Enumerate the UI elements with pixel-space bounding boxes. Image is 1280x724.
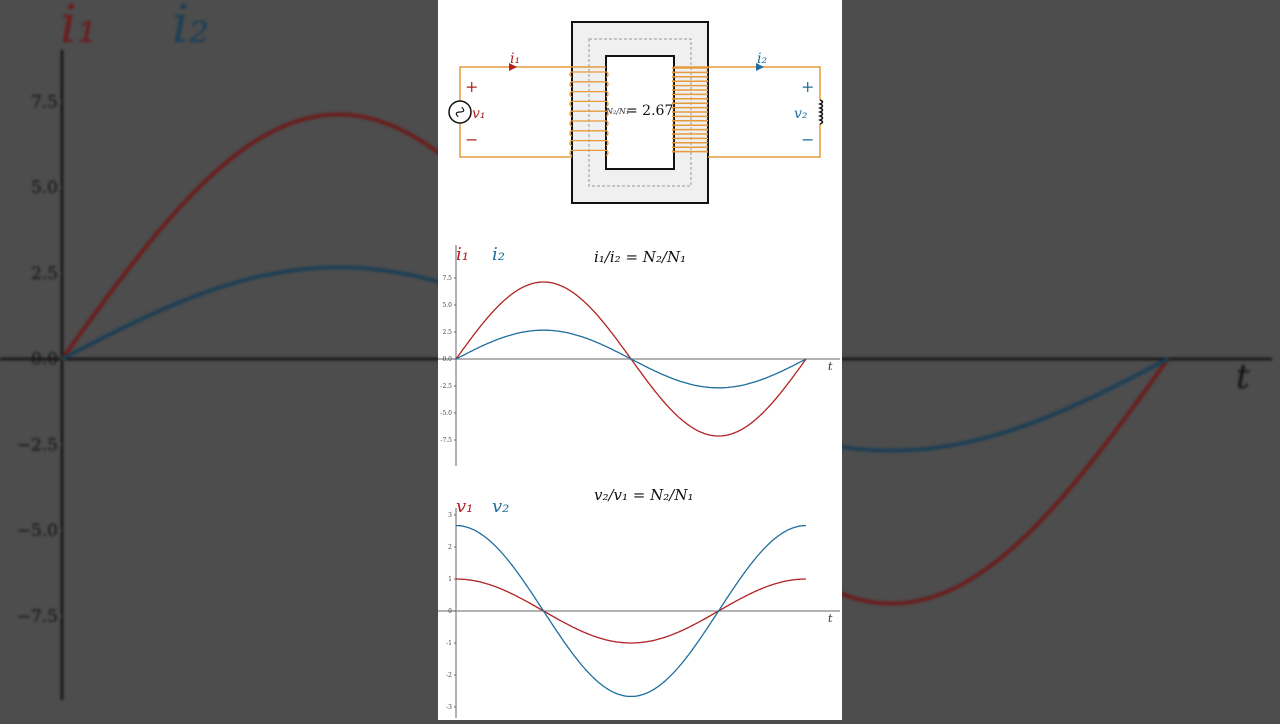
y-tick-label: 7.5 bbox=[31, 92, 58, 112]
current-arrow-i2 bbox=[756, 63, 764, 71]
label-v1: v₁ bbox=[472, 106, 486, 122]
secondary-wire bbox=[674, 66, 821, 158]
y-tick-label: 1 bbox=[448, 576, 452, 583]
secondary-plus: + bbox=[801, 77, 814, 96]
y-tick-label: 2 bbox=[448, 544, 452, 551]
y-tick-label: -3 bbox=[446, 704, 452, 711]
chart1-title: i₁/i₂ = N₂/N₁ bbox=[594, 248, 686, 266]
y-tick-label: -7.5 bbox=[440, 437, 452, 444]
chart2-title: v₂/v₁ = N₂/N₁ bbox=[594, 486, 693, 504]
primary-coil-turn bbox=[569, 149, 609, 157]
primary-plus: + bbox=[465, 77, 478, 96]
primary-coil-turn bbox=[569, 139, 609, 147]
series-i2 bbox=[455, 329, 807, 389]
secondary-minus: − bbox=[801, 130, 814, 149]
chart2-x-label: t bbox=[828, 612, 833, 625]
primary-coil-turn bbox=[569, 71, 609, 78]
primary-coil-turn bbox=[569, 81, 609, 88]
y-tick-label: 0.0 bbox=[31, 350, 58, 370]
legend-v2: v₂ bbox=[492, 496, 509, 517]
core-window bbox=[605, 55, 675, 170]
inductor-icon bbox=[817, 99, 824, 125]
series-v2 bbox=[456, 524, 806, 698]
primary-coil-turn bbox=[569, 90, 609, 98]
current-chart: 7.5 5.0 2.5 0.0 -2.5 -5.0 -7.5 i₁ i₂ i₁/i₂ = N… bbox=[438, 244, 840, 466]
y-tick-label: -5.0 bbox=[440, 410, 452, 417]
legend-i2: i₂ bbox=[492, 244, 505, 265]
ratio-value: = 2.67 bbox=[626, 103, 673, 119]
legend-v1: v₁ bbox=[456, 496, 473, 517]
y-tick-label: -2.5 bbox=[440, 383, 452, 390]
bg-x-label: t bbox=[1236, 357, 1250, 397]
label-i1: i₁ bbox=[510, 51, 520, 67]
primary-coil-turn bbox=[569, 130, 609, 137]
y-tick-label: -2 bbox=[446, 672, 452, 679]
y-tick-label: -1 bbox=[446, 640, 452, 647]
bg-legend-i1: i₁ bbox=[60, 0, 97, 55]
ratio-label: N₂/N₁ bbox=[605, 107, 629, 116]
ac-source-icon bbox=[448, 100, 472, 124]
y-tick-label: 0 bbox=[448, 608, 452, 615]
y-tick-label: 2.5 bbox=[442, 329, 452, 336]
bg-legend-i2: i₂ bbox=[172, 0, 209, 55]
label-v2: v₂ bbox=[794, 106, 808, 122]
y-tick-label: 0.0 bbox=[442, 356, 452, 363]
y-tick-label: 5.0 bbox=[442, 302, 452, 309]
y-tick-label: 7.5 bbox=[442, 275, 452, 282]
label-i2: i₂ bbox=[757, 51, 767, 67]
primary-minus: − bbox=[465, 130, 478, 149]
y-tick-label: −2.5 bbox=[17, 435, 58, 455]
y-tick-label: 3 bbox=[448, 512, 452, 519]
voltage-chart: 3 2 1 0 -1 -2 -3 v₁ v₂ v₂/v₁ = N₂/N₁ t bbox=[438, 486, 840, 718]
primary-coil-turn bbox=[569, 100, 609, 108]
primary-coil-turn bbox=[569, 120, 609, 127]
primary-wire bbox=[459, 66, 606, 158]
y-tick-label: 2.5 bbox=[31, 264, 58, 284]
primary-coil-turn bbox=[569, 110, 609, 117]
legend-i1: i₁ bbox=[456, 244, 469, 265]
y-tick-label: 5.0 bbox=[31, 178, 58, 198]
series-v1 bbox=[456, 578, 806, 644]
y-tick-label: −7.5 bbox=[17, 607, 58, 627]
current-arrow-i1 bbox=[509, 63, 517, 71]
y-tick-label: −5.0 bbox=[17, 521, 58, 541]
content-panel: i₁ i₂ + − v₁ + − v₂ N₂/N₁ = 2.67 7.5 5.0 2… bbox=[438, 0, 842, 720]
chart1-x-label: t bbox=[828, 360, 833, 373]
